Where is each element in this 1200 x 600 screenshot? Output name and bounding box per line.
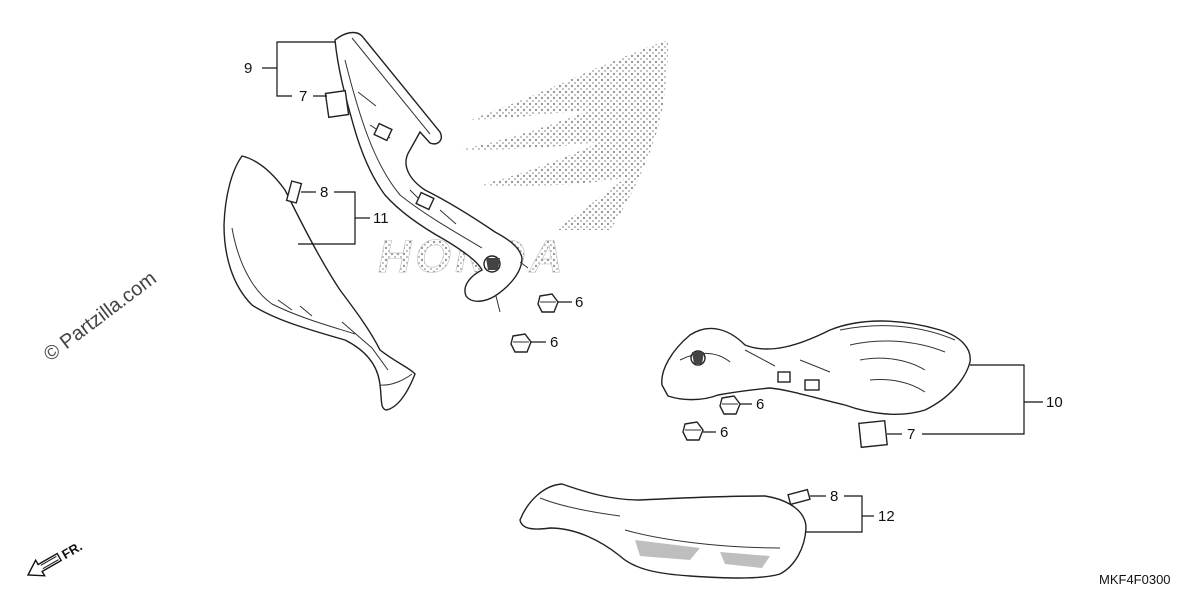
front-direction-label: FR. xyxy=(59,538,85,561)
callout-8-lower: 8 xyxy=(830,488,838,505)
callout-6-c: 6 xyxy=(756,396,764,413)
callout-10: 10 xyxy=(1046,394,1063,411)
callout-6-b: 6 xyxy=(550,334,558,351)
front-arrow-icon xyxy=(26,552,63,577)
callout-11: 11 xyxy=(373,210,389,227)
wing-emblem xyxy=(460,40,668,230)
part-8-tag-lower xyxy=(787,488,811,506)
part-6-clip-d xyxy=(682,421,704,441)
part-12-side-cover xyxy=(519,483,807,579)
callout-8-upper: 8 xyxy=(320,184,328,201)
callout-7-upper: 7 xyxy=(299,88,307,105)
callout-6-d: 6 xyxy=(720,424,728,441)
part-6-clip-c xyxy=(719,395,741,415)
callouts: 9 7 8 11 6 6 10 6 6 7 8 12 xyxy=(244,60,1063,525)
callout-9: 9 xyxy=(244,60,252,77)
part-9-rail xyxy=(334,31,529,313)
part-6-clip-a xyxy=(537,293,559,313)
leader-lines xyxy=(262,41,1043,533)
part-8-tag-upper xyxy=(285,180,303,204)
partzilla-watermark: © Partzilla.com xyxy=(40,267,161,366)
callout-7-lower: 7 xyxy=(907,426,915,443)
part-11-side-cover xyxy=(223,155,416,411)
brand-logo: HONDA xyxy=(378,40,668,282)
part-6-clip-b xyxy=(510,333,532,353)
diagram-code: MKF4F0300 xyxy=(1099,572,1171,587)
callout-6-a: 6 xyxy=(575,294,583,311)
front-direction-indicator: FR. xyxy=(26,538,85,577)
part-7-pad-upper xyxy=(324,89,350,119)
callout-12: 12 xyxy=(878,508,895,525)
part-10-rail xyxy=(661,320,971,415)
part-7-pad-lower xyxy=(858,419,888,449)
